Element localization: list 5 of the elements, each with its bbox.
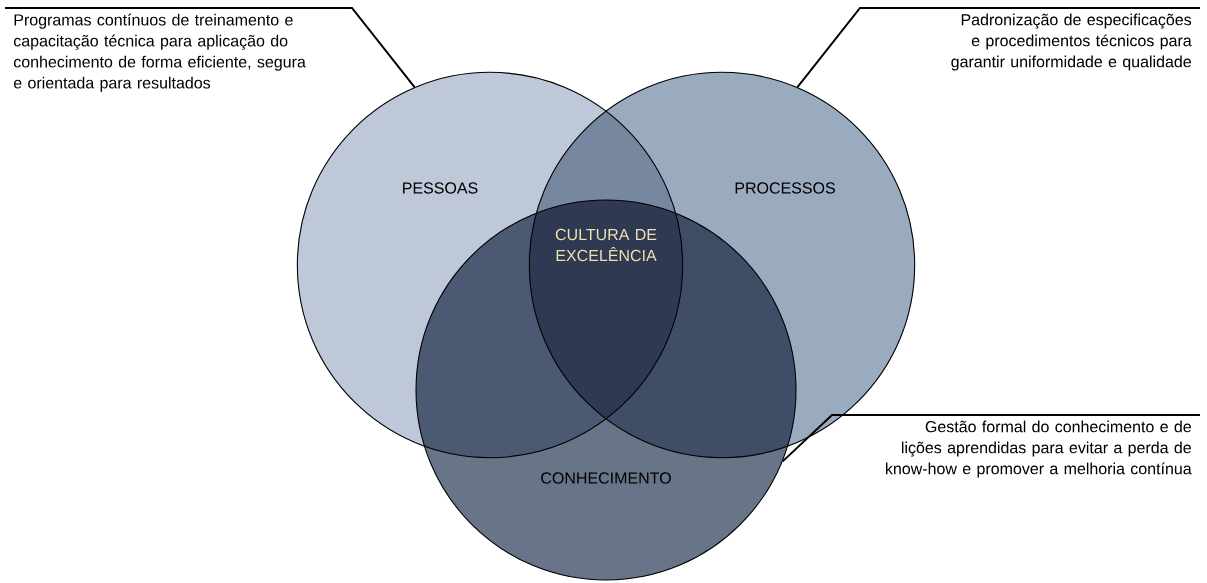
callout-text: Padronização de especificações e procedimentos técnicos para garantir uniformidade e qualidade — [951, 13, 1192, 71]
leader-line — [796, 7, 1201, 89]
leader-line — [4, 7, 416, 89]
center-label: CULTURA DE EXCELÊNCIA — [555, 228, 657, 262]
leader-line — [781, 414, 1201, 463]
